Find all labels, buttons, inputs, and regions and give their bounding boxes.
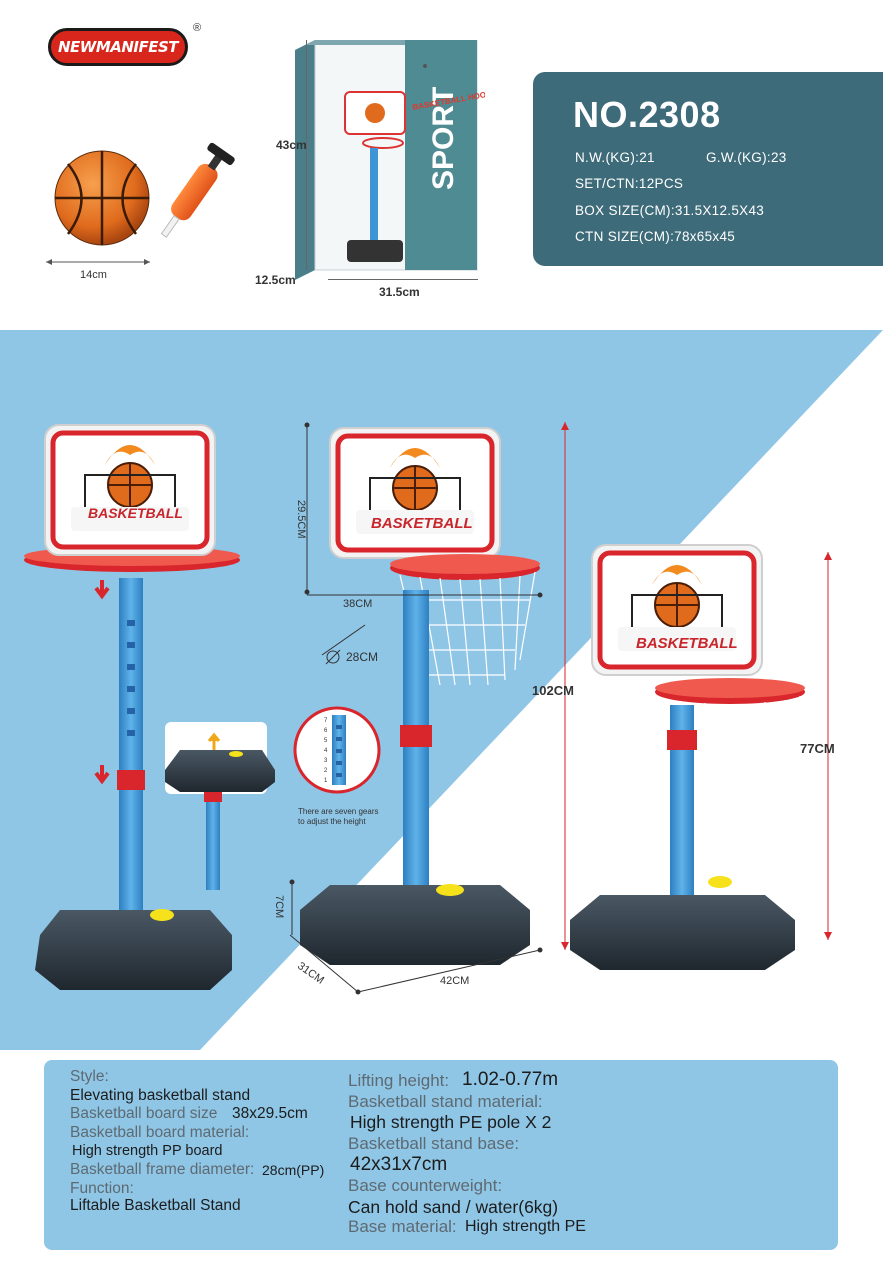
board-height-label: 29.5CM (295, 500, 307, 539)
box-width-line (328, 279, 478, 280)
box-height-line (306, 40, 307, 270)
board-material-value: High strength PP board (72, 1143, 223, 1159)
net-weight: N.W.(KG):21 (575, 150, 655, 165)
board-material-label: Basketball board material: (70, 1124, 250, 1141)
board-width-label: 38CM (343, 598, 373, 610)
counterweight-value: Can hold sand / water(6kg) (348, 1197, 559, 1217)
product-illustration (24, 422, 832, 995)
base-material-value: High strength PE (465, 1218, 586, 1235)
board-size-label: Basketball board size (70, 1105, 218, 1122)
box-label-sport: SPORT (427, 87, 460, 190)
ball-and-pump-illustration (46, 142, 235, 265)
set-per-carton: SET/CTN:12PCS (575, 176, 684, 191)
ball-size-label: 14cm (80, 269, 107, 281)
function-label: Function: (70, 1180, 134, 1197)
stand-base-label: Basketball stand base: (348, 1134, 520, 1153)
min-height-label: 77CM (800, 741, 835, 756)
function-value: Liftable Basketball Stand (70, 1197, 241, 1214)
details-panel: Style: Elevating basketball stand Basket… (44, 1060, 838, 1250)
lifting-height-label: Lifting height: (348, 1071, 450, 1090)
product-box-illustration: SPORT BASKETBALL HOOP (295, 40, 485, 280)
box-width-label: 31.5cm (379, 285, 420, 299)
stand-material-label: Basketball stand material: (348, 1092, 543, 1111)
board-text-center: BASKETBALL (371, 515, 473, 532)
rim-diameter-label: 28CM (346, 650, 379, 664)
frame-diameter-value: 28cm(PP) (262, 1162, 325, 1178)
gears-note: There are seven gears to adjust the heig… (298, 807, 379, 826)
brand-logo: NEWMANIFEST (48, 28, 188, 66)
style-label: Style: (70, 1068, 109, 1085)
stand-base-value: 42x31x7cm (350, 1154, 448, 1175)
gross-weight: G.W.(KG):23 (706, 150, 787, 165)
box-height-label: 43cm (276, 138, 307, 152)
lifting-height-value: 1.02-0.77m (462, 1069, 559, 1090)
diagonal-white-band (200, 330, 883, 1050)
max-height-label: 102CM (532, 683, 574, 698)
board-text-left: BASKETBALL (88, 505, 183, 521)
box-size: BOX SIZE(CM):31.5X12.5X43 (575, 203, 765, 218)
style-value: Elevating basketball stand (70, 1087, 251, 1104)
frame-diameter-label: Basketball frame diameter: (70, 1161, 255, 1178)
board-size-value: 38x29.5cm (232, 1105, 308, 1122)
base-height-label: 7CM (273, 895, 285, 919)
board-text-right: BASKETBALL (636, 635, 738, 652)
registered-mark: ® (193, 22, 202, 34)
base-width-label: 42CM (440, 975, 470, 987)
base-material-label: Base material: (348, 1217, 457, 1236)
stand-material-value: High strength PE pole X 2 (350, 1112, 552, 1132)
box-depth-label: 12.5cm (255, 273, 296, 287)
model-number: NO.2308 (573, 94, 721, 135)
brand-logo-text: NEWMANIFEST (57, 38, 179, 56)
counterweight-label: Base counterweight: (348, 1176, 503, 1195)
spec-panel: NO.2308 N.W.(KG):21 G.W.(KG):23 SET/CTN:… (533, 72, 883, 266)
carton-size: CTN SIZE(CM):78x65x45 (575, 229, 736, 244)
